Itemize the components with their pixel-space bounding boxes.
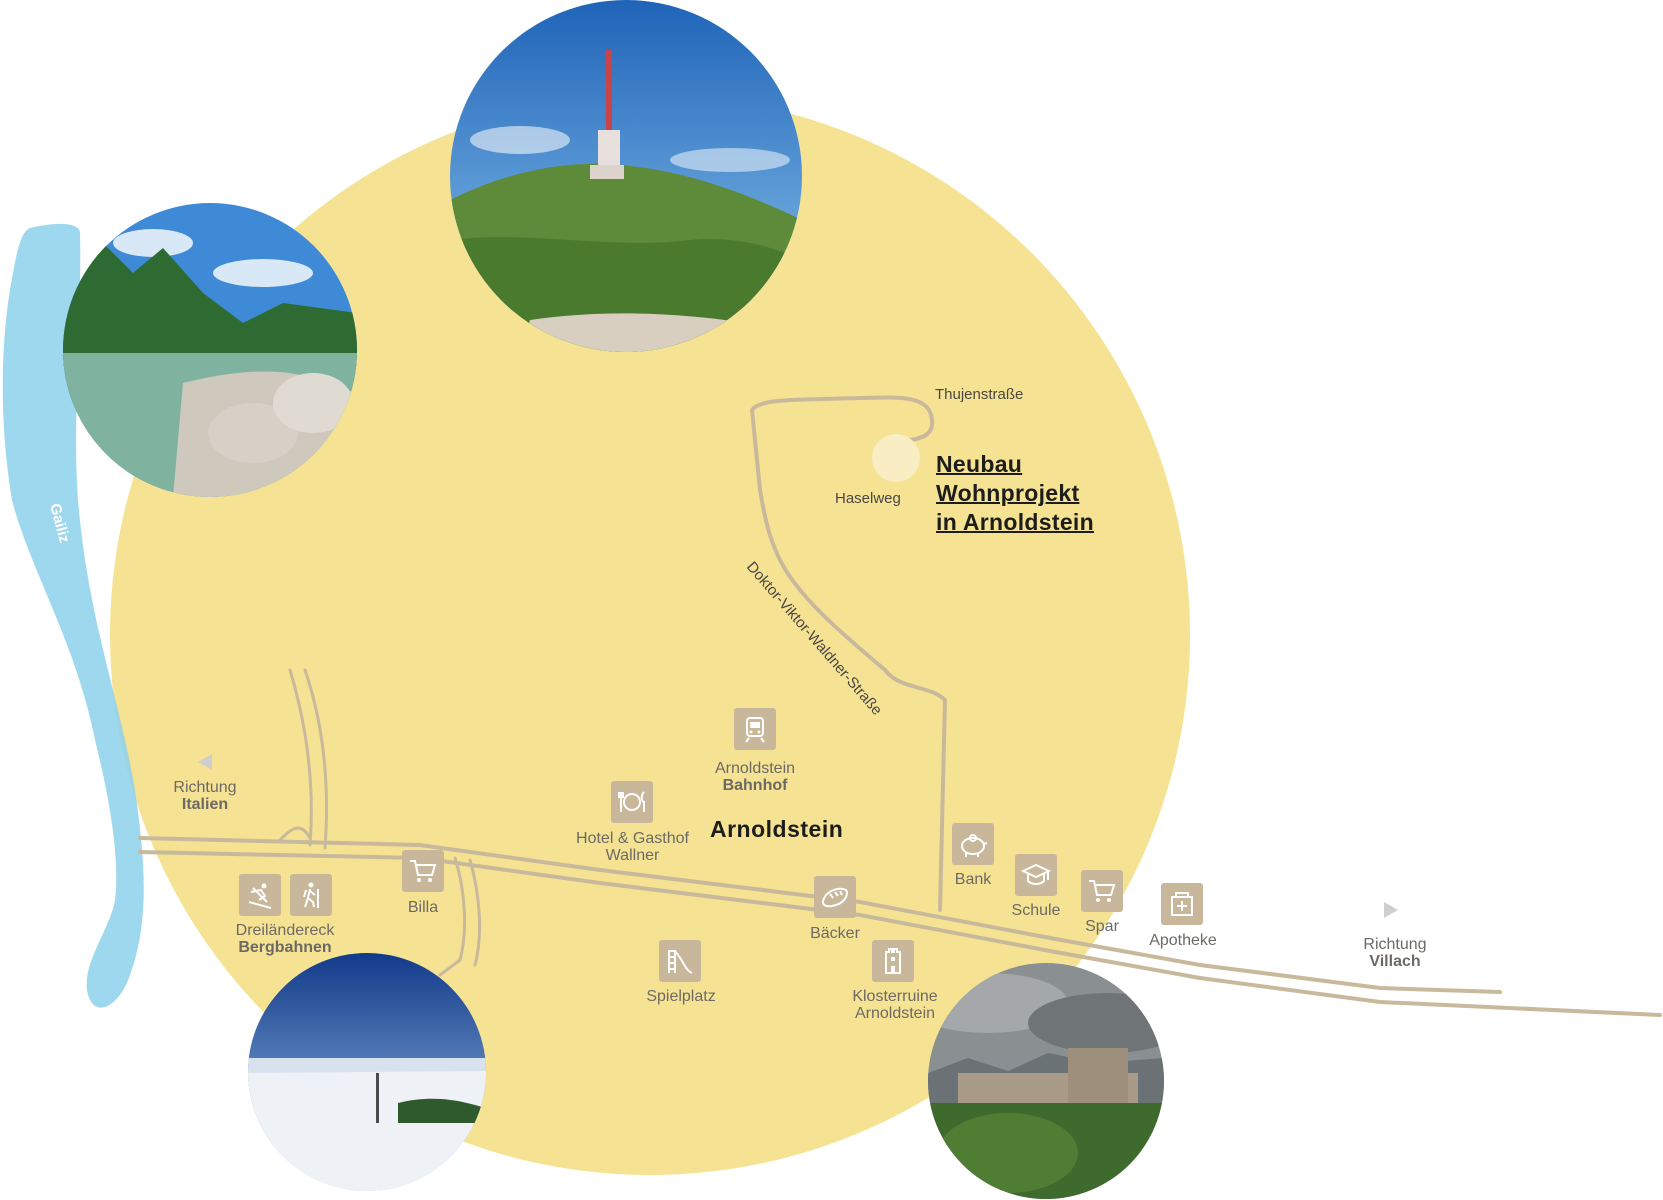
poi-bahnhof-label: Arnoldstein Bahnhof: [714, 760, 796, 794]
poi-hotel-label: Hotel & Gasthof Wallner: [576, 830, 689, 864]
photo-gailiz-river: [63, 203, 357, 497]
river-gailiz: [2, 223, 144, 1008]
street-label-thujen: Thujenstraße: [935, 386, 1024, 403]
project-title-line2: Wohnprojekt: [936, 480, 1080, 506]
poi-bergbahnen-label: Dreiländereck Bergbahnen: [235, 922, 335, 956]
pharmacy-icon: [1171, 892, 1193, 916]
photo-ski-slope: [248, 953, 486, 1191]
poi-bank-label: Bank: [954, 871, 992, 888]
poi-bahnhof[interactable]: [734, 708, 776, 750]
direction-italien: Richtung Italien: [173, 779, 237, 813]
poi-schule-label: Schule: [1011, 902, 1061, 919]
poi-ski[interactable]: [239, 874, 281, 916]
cart-icon: [1089, 880, 1116, 902]
project-title[interactable]: Neubau Wohnprojekt in Arnoldstein: [936, 450, 1094, 537]
poi-bank[interactable]: [952, 823, 994, 865]
project-location-marker[interactable]: [872, 434, 920, 482]
graduation-cap-icon: [1021, 863, 1051, 885]
poi-apotheke-label: Apotheke: [1149, 932, 1217, 949]
project-title-line1: Neubau: [936, 451, 1023, 477]
train-icon: [745, 717, 765, 743]
piggy-bank-icon: [961, 834, 988, 857]
skier-icon: [248, 883, 272, 909]
poi-spielplatz-label: Spielplatz: [646, 988, 716, 1005]
restaurant-icon: [618, 791, 645, 812]
poi-hike[interactable]: [290, 874, 332, 916]
cart-icon: [410, 860, 437, 882]
road-network: [138, 395, 1662, 1017]
poi-schule[interactable]: [1015, 854, 1057, 896]
poi-baecker-label: Bäcker: [810, 925, 860, 942]
poi-baecker[interactable]: [814, 876, 856, 918]
bread-icon: [821, 887, 848, 908]
poi-klosterruine[interactable]: [872, 940, 914, 982]
photo-klosterruine: [928, 963, 1164, 1199]
poi-hotel[interactable]: [611, 781, 653, 823]
project-title-line3: in Arnoldstein: [936, 509, 1094, 535]
direction-villach: Richtung Villach: [1363, 936, 1427, 970]
tower-icon: [885, 948, 901, 974]
poi-klosterruine-label: Klosterruine Arnoldstein: [852, 988, 938, 1022]
arrow-villach-icon: [1384, 902, 1398, 918]
town-name: Arnoldstein: [710, 816, 844, 842]
poi-billa-label: Billa: [407, 899, 439, 916]
hiker-icon: [303, 882, 319, 908]
street-label-hasel: Haselweg: [835, 490, 901, 507]
area-circle: [110, 95, 1190, 1175]
poi-billa[interactable]: [402, 850, 444, 892]
poi-spielplatz[interactable]: [659, 940, 701, 982]
photo-dobratsch-summit: [450, 0, 802, 352]
slide-icon: [668, 950, 693, 974]
poi-apotheke[interactable]: [1161, 883, 1203, 925]
arrow-italien-icon: [198, 754, 212, 770]
poi-spar[interactable]: [1081, 870, 1123, 912]
poi-spar-label: Spar: [1085, 918, 1119, 935]
